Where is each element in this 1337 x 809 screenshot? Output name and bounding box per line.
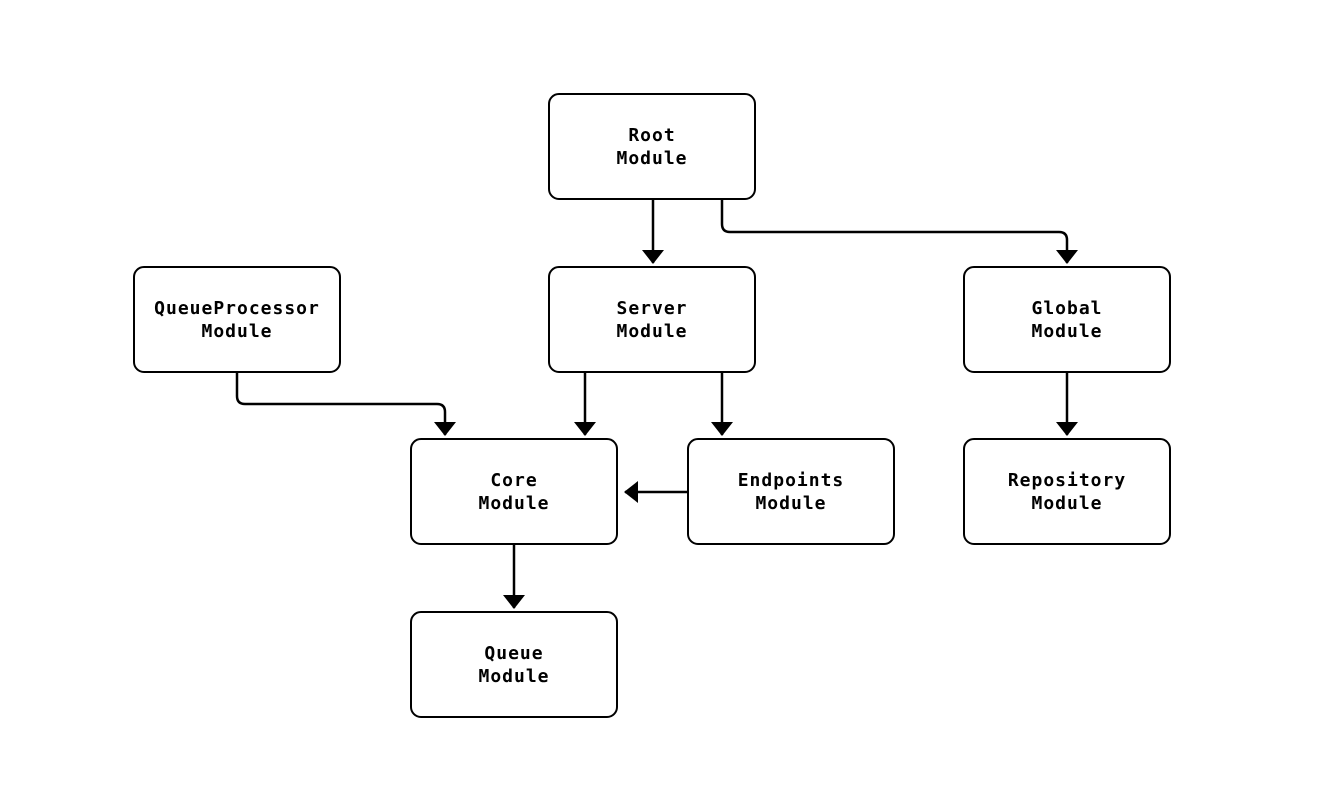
node-global-module: Global Module: [963, 266, 1171, 373]
node-root-module: Root Module: [548, 93, 756, 200]
node-repository-module-label: Repository Module: [1007, 469, 1127, 514]
node-core-module: Core Module: [410, 438, 618, 545]
node-root-module-label: Root Module: [616, 124, 688, 169]
edge-root-to-global: [720, 198, 1078, 264]
edge-queueprocessor-to-core: [235, 373, 456, 436]
node-queue-module-label: Queue Module: [478, 642, 550, 687]
node-global-module-label: Global Module: [1031, 297, 1103, 342]
node-repository-module: Repository Module: [963, 438, 1171, 545]
node-server-module: Server Module: [548, 266, 756, 373]
node-queueprocessor-module-label: QueueProcessor Module: [154, 297, 320, 342]
node-endpoints-module-label: Endpoints Module: [737, 469, 845, 514]
node-server-module-label: Server Module: [616, 297, 688, 342]
node-queueprocessor-module: QueueProcessor Module: [133, 266, 341, 373]
node-endpoints-module: Endpoints Module: [687, 438, 895, 545]
node-core-module-label: Core Module: [478, 469, 550, 514]
node-queue-module: Queue Module: [410, 611, 618, 718]
